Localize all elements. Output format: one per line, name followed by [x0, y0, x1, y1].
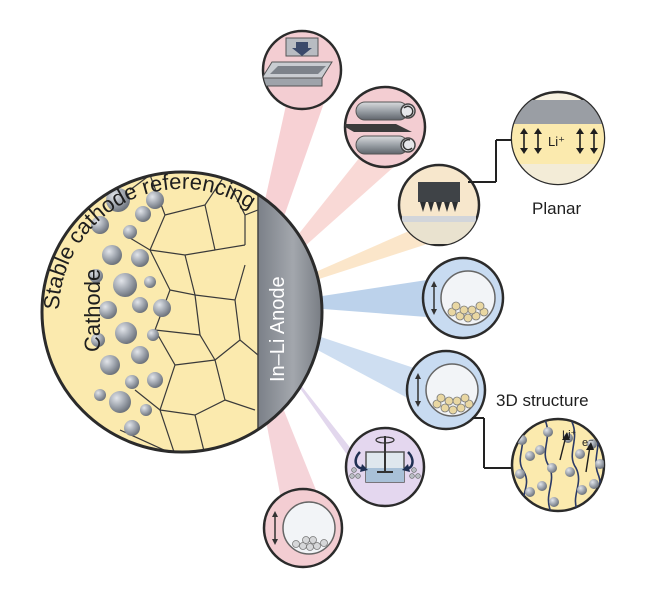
press-icon	[263, 37, 333, 87]
cathode-label: Cathode	[80, 269, 105, 352]
mixer-icon	[349, 436, 421, 483]
li-ion-label-planar: Li⁺	[548, 134, 565, 149]
method-press	[261, 29, 343, 111]
planar-inset: Li⁺	[468, 90, 606, 186]
active-material-particles	[89, 188, 171, 436]
method-vial-1	[421, 256, 505, 340]
vial-icon	[415, 363, 479, 417]
li-ion-label-3d: Li⁺	[562, 429, 577, 441]
anode-label: In–Li Anode	[267, 276, 289, 382]
method-vial-2	[405, 349, 487, 431]
method-roller	[343, 85, 427, 169]
planar-label: Planar	[532, 199, 581, 218]
structure-label: 3D structure	[496, 391, 589, 410]
vial-icon	[272, 501, 336, 555]
method-stamp	[397, 163, 481, 247]
electron-label: e⁻	[582, 437, 594, 449]
method-mixer	[344, 426, 426, 508]
roller-icon	[345, 101, 416, 155]
vial-icon	[431, 270, 496, 326]
3d-structure-inset: Li⁺ e⁻	[472, 417, 606, 513]
stamp-icon	[402, 182, 476, 244]
method-vial-3	[262, 487, 344, 569]
